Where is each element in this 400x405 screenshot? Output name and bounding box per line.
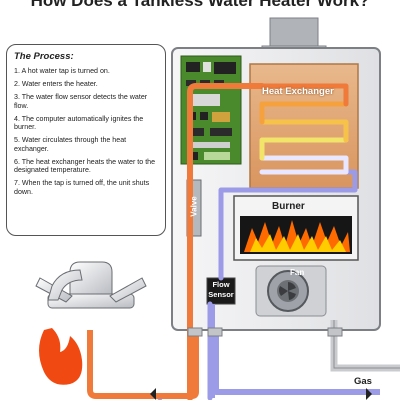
process-step: 7. When the tap is turned off, the unit … <box>14 179 150 196</box>
heat-exchanger-label: Heat Exchanger <box>262 86 334 97</box>
gas-label: Gas <box>354 376 372 387</box>
process-step: 5. Water circulates through the heat exc… <box>14 136 127 153</box>
burner-label: Burner <box>272 201 305 212</box>
flow-sensor-label-line2: Sensor <box>208 290 234 299</box>
process-panel: The Process: 1. A hot water tap is turne… <box>6 44 166 236</box>
cold-outlet-pipe <box>213 330 380 395</box>
page-title: How Does a Tankless Water Heater Work? <box>30 0 370 10</box>
valve-label: Valve <box>189 196 199 217</box>
heat-exchanger-coils <box>259 83 349 175</box>
process-steps: 1. A hot water tap is turned on. 2. Wate… <box>14 67 158 196</box>
flow-arrow-left <box>150 388 156 400</box>
fan-label: Fan <box>290 268 305 277</box>
process-step: 4. The computer automatically ignites th… <box>14 114 144 132</box>
process-step: 3. The water flow sensor detects the wat… <box>14 92 148 110</box>
flow-sensor-label-line1: Flow <box>212 280 230 289</box>
burner-flames <box>244 220 350 252</box>
hot-outlet-pipe <box>87 330 199 399</box>
process-step: 2. Water enters the heater. <box>14 79 98 88</box>
process-step: 1. A hot water tap is turned on. <box>14 67 110 75</box>
heat-exchanger-box <box>249 63 359 189</box>
hot-water-flame <box>39 328 83 385</box>
fitting-cold <box>207 327 223 337</box>
process-step: 6. The heat exchanger heats the water to… <box>14 157 156 175</box>
fitting-gas <box>327 327 343 337</box>
hot-water-tap[interactable] <box>35 261 147 309</box>
process-title: The Process: <box>14 51 74 62</box>
fitting-hot <box>187 327 203 337</box>
flow-sensor[interactable] <box>206 277 236 305</box>
fan-unit <box>255 265 327 317</box>
flow-arrow-right <box>366 388 372 400</box>
